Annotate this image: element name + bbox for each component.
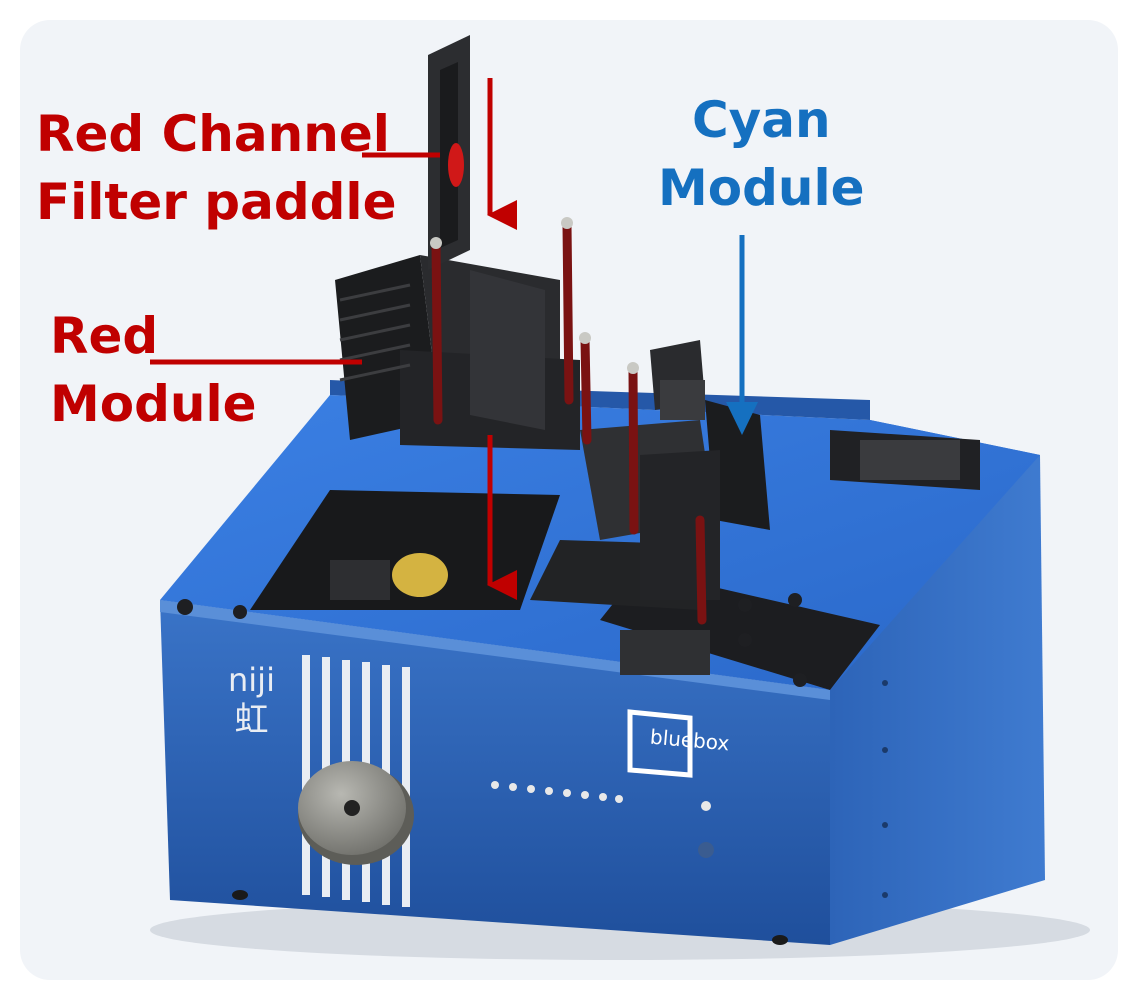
- red-filter-paddle-label: Red Channel Filter paddle: [36, 100, 396, 236]
- cavity-left: [250, 490, 560, 610]
- niji-logo-kanji: 虹: [234, 700, 269, 740]
- niji-logo: niji 虹: [228, 660, 275, 740]
- label-line: Filter paddle: [36, 173, 397, 231]
- label-line: Module: [50, 375, 257, 433]
- feet: [232, 890, 788, 945]
- maker-logo: [627, 709, 693, 778]
- red-module: [335, 255, 580, 450]
- mount-block: [620, 630, 710, 675]
- side-screws: [882, 680, 888, 898]
- mount-block: [330, 560, 390, 600]
- support-rods: [431, 220, 707, 625]
- label-line: Cyan: [691, 91, 831, 149]
- rod-caps: [430, 217, 639, 374]
- red-module-label: Red Module: [50, 302, 257, 438]
- label-line: Red: [50, 307, 159, 365]
- mount-block: [860, 440, 960, 480]
- filter-paddle: [428, 35, 470, 270]
- rim-screws: [177, 593, 807, 687]
- status-leds: [491, 781, 714, 858]
- adjustment-knob: [298, 761, 414, 865]
- label-line: Module: [658, 159, 865, 217]
- niji-logo-latin: niji: [228, 661, 275, 699]
- label-line: Red Channel: [36, 105, 390, 163]
- optical-element: [392, 553, 448, 597]
- arrow-down-icon: [726, 235, 758, 435]
- cyan-module-label: Cyan Module: [658, 86, 865, 222]
